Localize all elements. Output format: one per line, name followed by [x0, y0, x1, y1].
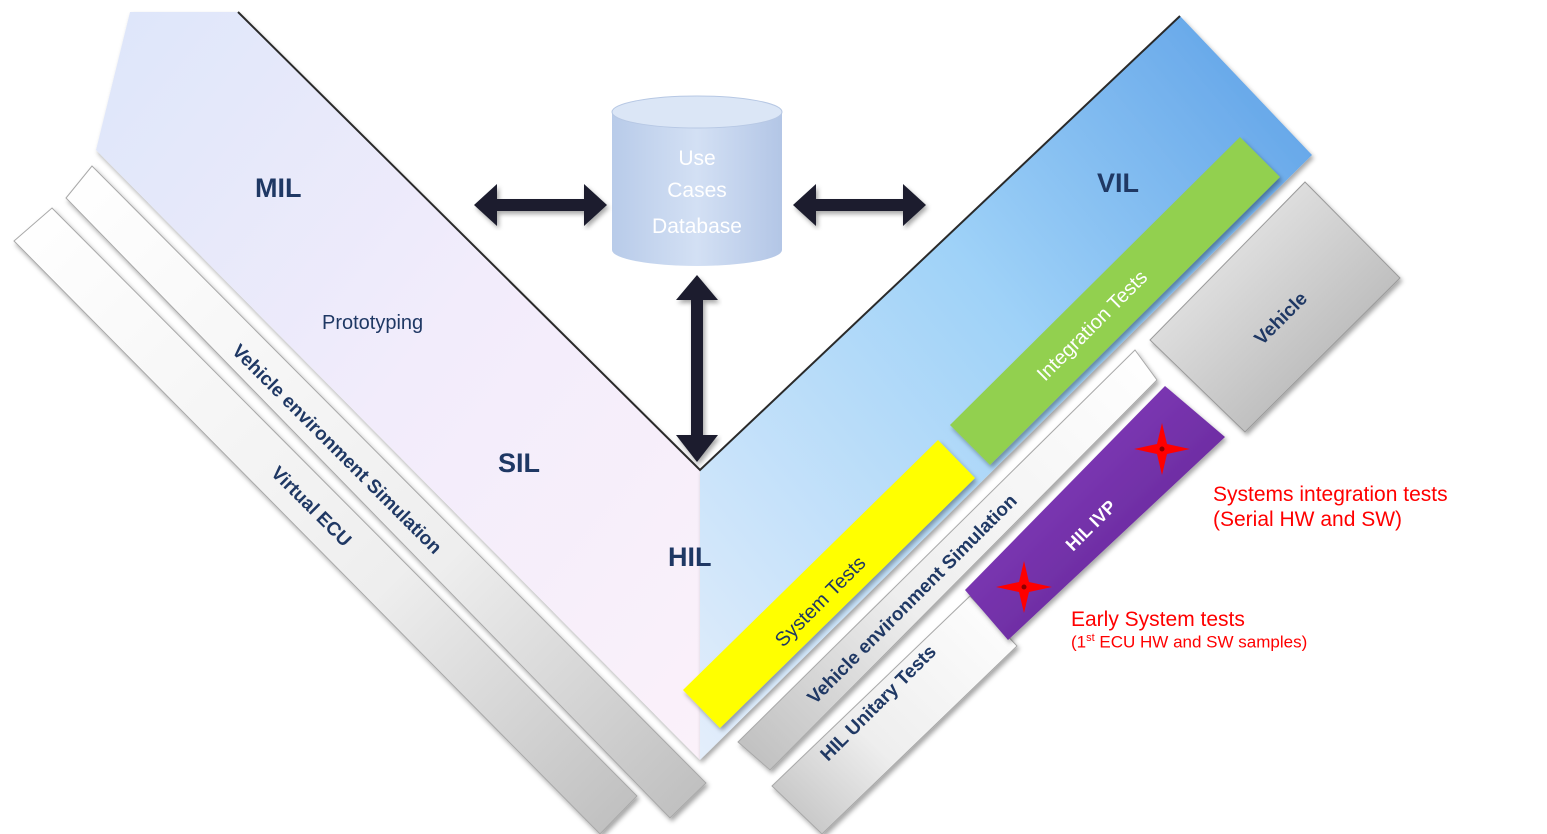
left-inner-bar — [65, 165, 707, 819]
use-cases-database: Use Cases Database — [611, 95, 783, 266]
early-sub-rest: ECU HW and SW samples) — [1094, 632, 1308, 652]
left-outer-bar — [13, 207, 638, 834]
mil-label: MIL — [255, 173, 302, 203]
right-inner-bar — [737, 349, 1158, 771]
systems-integration-sub: (Serial HW and SW) — [1213, 508, 1403, 532]
star-icon-upper — [1134, 423, 1190, 475]
arrow-left-double — [474, 184, 607, 226]
hil-label: HIL — [668, 542, 712, 572]
vehicle-block — [1149, 181, 1401, 433]
arrow-down-double — [676, 275, 718, 462]
integration-tests-bar — [950, 137, 1280, 465]
systems-integration-note: Systems integration tests (Serial HW and… — [1213, 482, 1448, 532]
early-sub-prefix: (1 — [1071, 632, 1087, 652]
systems-integration-title: Systems integration tests — [1213, 483, 1448, 506]
early-sub-sup: st — [1086, 632, 1095, 645]
early-system-note: Early System tests (1st ECU HW and SW sa… — [1071, 607, 1307, 653]
star-icon-lower — [996, 561, 1052, 613]
early-system-sub: (1st ECU HW and SW samples) — [1071, 632, 1307, 653]
db-line-2: Cases — [667, 179, 727, 202]
vil-label: VIL — [1097, 168, 1139, 198]
prototyping-label: Prototyping — [322, 312, 423, 334]
v-left-edge — [237, 11, 1181, 472]
db-line-1: Use — [678, 147, 715, 170]
v-left-arm — [96, 12, 700, 760]
system-tests-bar — [683, 440, 975, 728]
sil-label: SIL — [498, 448, 540, 478]
early-system-title: Early System tests — [1071, 608, 1245, 631]
db-line-3: Database — [652, 215, 742, 238]
arrow-right-double — [793, 184, 926, 226]
